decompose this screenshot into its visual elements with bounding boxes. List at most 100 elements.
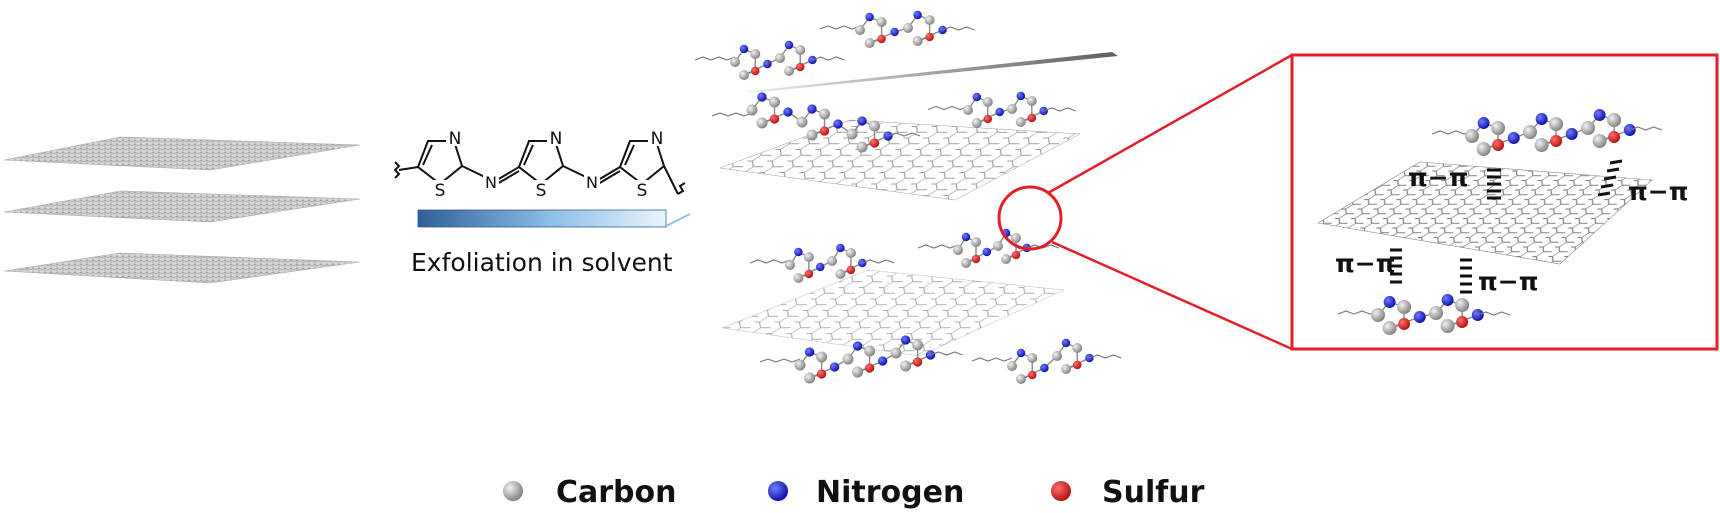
nitrogen-atom [1383, 296, 1396, 308]
carbon-atom [953, 245, 963, 255]
nitrogen-atom [890, 27, 899, 37]
nitrogen-atom [836, 243, 845, 253]
legend: Carbon Nitrogen Sulfur [503, 475, 1205, 510]
carbon-atom [864, 38, 875, 48]
pi-label-3: π−π [1335, 249, 1396, 278]
nitrogen-atom [995, 107, 1004, 117]
graphene-sheet-bottom [3, 252, 361, 284]
zoom-sheet [1317, 161, 1653, 265]
sulfur-atom [751, 66, 760, 76]
carbon-atom [890, 347, 902, 359]
carbon-atom [804, 372, 816, 384]
nitrogen-atom [852, 341, 863, 351]
carbon-atom [856, 141, 868, 153]
sulfur-atom [846, 265, 856, 275]
carbon-atom [1011, 233, 1021, 243]
carbon-atom [785, 260, 795, 270]
pi-hash-3 [1390, 248, 1402, 284]
carbon-atom [1061, 364, 1071, 374]
carbon-atom [769, 96, 780, 108]
chain-mid-right [927, 91, 1076, 128]
carbon-atom [1371, 308, 1385, 322]
carbon-atom [796, 116, 808, 128]
nitrogen-atom [1477, 117, 1490, 129]
nitrogen-atom [784, 40, 794, 50]
carbon-atom [756, 117, 768, 129]
legend-carbon-swatch [503, 481, 523, 501]
carbon-atom [1072, 343, 1083, 353]
carbon-atom [739, 70, 749, 80]
polymer-structure [393, 140, 686, 195]
pi-label-1: π−π [1408, 163, 1469, 192]
legend-sulfur-label: Sulfur [1102, 475, 1205, 510]
zoom-panel: π−π π−π π−π π−π [1290, 53, 1719, 351]
atom-label-link1: N [485, 173, 497, 192]
pi-hash-4 [1460, 258, 1472, 294]
zoom-connector-bottom [1051, 240, 1293, 351]
carbon-atom [855, 25, 865, 35]
carbon-atom [1440, 319, 1455, 333]
nitrogen-atom [982, 247, 992, 257]
sulfur-atom [1456, 316, 1469, 328]
adsorbed-chains [694, 10, 1122, 384]
chain-bottom-right [971, 338, 1122, 384]
sheet-edge-on [742, 52, 1118, 92]
nitrogen-atom [1507, 132, 1520, 144]
atom-label-n3: N [651, 129, 664, 149]
sulfur-atom [1398, 318, 1411, 330]
pi-hash-2 [1597, 159, 1623, 197]
nitrogen-atom [1441, 294, 1454, 306]
carbon-atom [912, 339, 924, 351]
sulfur-atom [819, 126, 830, 136]
carbon-atom [784, 66, 794, 76]
nitrogen-atom [1040, 363, 1049, 373]
carbon-atom [963, 105, 973, 115]
nitrogen-atom [1565, 128, 1578, 140]
pi-stack-bonds [1390, 159, 1623, 294]
sulfur-atom [925, 32, 934, 42]
nitrogen-atom [807, 104, 817, 114]
chain-end-right [677, 182, 686, 195]
legend-nitrogen-label: Nitrogen [816, 475, 964, 510]
nitrogen-atom [972, 92, 982, 102]
nitrogen-atom [961, 232, 971, 242]
carbon-atom [1455, 298, 1470, 312]
carbon-atom [845, 248, 856, 258]
sulfur-atom [983, 114, 993, 124]
sulfur-atom [877, 34, 886, 44]
carbon-atom [876, 17, 887, 27]
nitrogen-atom [913, 10, 922, 20]
chain-lower-left [749, 243, 895, 283]
nitrogen-atom [833, 119, 843, 129]
zoom-chain-bottom [1337, 294, 1510, 335]
carbon-atom [1523, 125, 1537, 139]
carbon-atom [1007, 104, 1017, 114]
carbon-atom [993, 241, 1003, 251]
zoom-chain-top [1431, 109, 1662, 156]
chain-bottom-left [759, 335, 963, 384]
legend-nitrogen-swatch [768, 481, 788, 501]
nitrogen-atom [815, 262, 825, 272]
carbon-atom [924, 15, 935, 25]
polymer-atom-labels: N S N N S N N S [431, 128, 666, 201]
carbon-atom [1607, 113, 1622, 127]
graphene-sheet-top [3, 136, 361, 171]
carbon-atom [835, 269, 846, 279]
highlight [997, 53, 1293, 351]
carbon-atom [1052, 351, 1062, 361]
atom-label-s3: S [637, 181, 648, 201]
pi-label-2: π−π [1628, 177, 1689, 206]
legend-sulfur-swatch [1051, 481, 1071, 501]
nitrogen-atom [829, 362, 840, 372]
sulfur-atom [1011, 250, 1021, 260]
carbon-atom [1581, 121, 1595, 135]
sulfur-atom [796, 62, 805, 72]
atom-label-s2: S [536, 181, 547, 201]
carbon-atom [794, 359, 806, 371]
sulfur-atom [971, 254, 981, 264]
carbon-atom [971, 237, 981, 247]
atom-label-s1: S [435, 181, 446, 201]
sulfur-atom [1073, 360, 1082, 370]
pi-label-4: π−π [1478, 267, 1539, 296]
carbon-atom [1476, 142, 1491, 156]
